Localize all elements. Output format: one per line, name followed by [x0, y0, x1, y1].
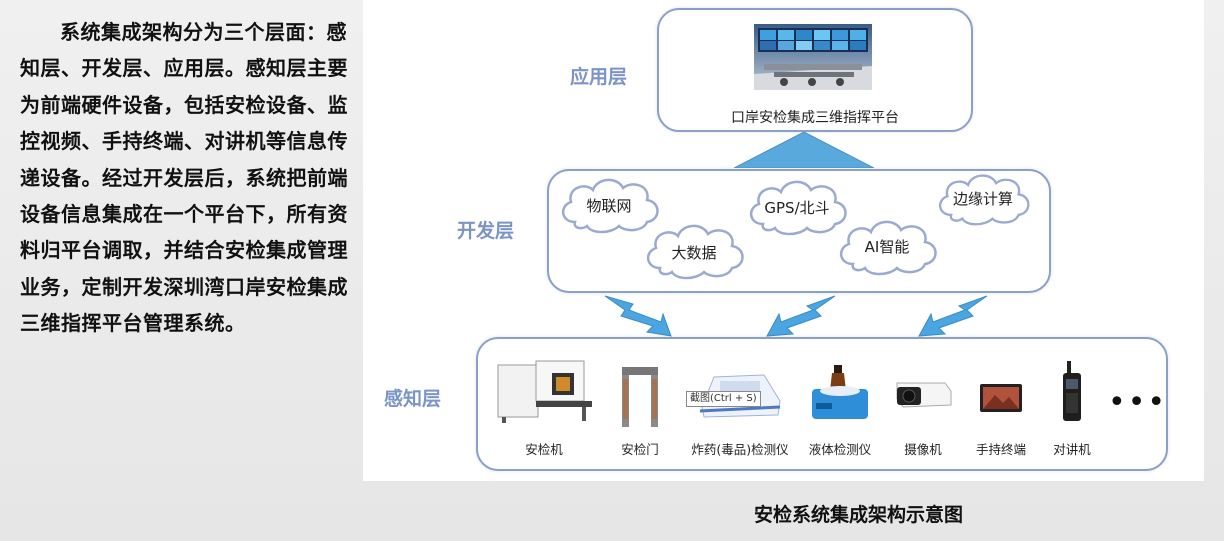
application-layer-box: 口岸安检集成三维指挥平台: [657, 8, 973, 132]
application-layer-label: 应用层: [570, 66, 628, 88]
more-devices-ellipsis: •••: [1108, 385, 1168, 420]
description-paragraph: 系统集成架构分为三个层面：感知层、开发层、应用层。感知层主要为前端硬件设备，包括…: [20, 20, 348, 336]
perception-layer-label: 感知层: [384, 388, 442, 410]
lightning-arrow-icon: [918, 295, 988, 337]
cloud-edge-computing: 边缘计算: [929, 170, 1037, 228]
cloud-gps: GPS/北斗: [741, 176, 853, 238]
lightning-arrow-icon: [604, 295, 672, 337]
tablet-icon: [980, 384, 1022, 412]
device-label: 对讲机: [1053, 442, 1091, 457]
tech-label: 边缘计算: [952, 190, 1013, 208]
tech-label: GPS/北斗: [764, 199, 830, 217]
device-label: 摄像机: [904, 442, 942, 457]
cloud-ai: AI智能: [833, 216, 941, 278]
camera-icon: [896, 382, 952, 408]
lightning-arrow-icon: [766, 295, 836, 337]
metal-detector-gate-icon: [622, 367, 658, 427]
screenshot-tooltip: 截图(Ctrl + S): [686, 391, 761, 407]
device-label: 液体检测仪: [808, 442, 872, 457]
walkie-talkie-icon: [1063, 361, 1081, 421]
architecture-diagram: 应用层 口岸安检集成三维指挥平台 开发层: [363, 0, 1204, 481]
tech-label: AI智能: [864, 238, 910, 256]
cloud-big-data: 大数据: [639, 220, 749, 282]
device-label: 炸药(毒品)检测仪: [691, 442, 789, 457]
device-label: 手持终端: [975, 442, 1026, 457]
liquid-detector-icon: [812, 365, 868, 419]
development-layer-label: 开发层: [457, 220, 515, 242]
cloud-iot: 物联网: [555, 174, 663, 236]
xray-scanner-icon: [497, 360, 592, 423]
device-label: 安检门: [621, 442, 659, 457]
platform-title: 口岸安检集成三维指挥平台: [731, 110, 899, 126]
diagram-caption: 安检系统集成架构示意图: [754, 504, 964, 526]
tech-label: 大数据: [671, 244, 717, 262]
up-triangle-arrow: [734, 132, 874, 168]
perception-layer-box: 安检机 安检门 截图(Ctrl + S) 炸药(毒品)检测仪: [476, 337, 1168, 471]
tech-label: 物联网: [586, 197, 632, 215]
command-center-photo: [754, 24, 872, 90]
device-label: 安检机: [525, 442, 563, 457]
